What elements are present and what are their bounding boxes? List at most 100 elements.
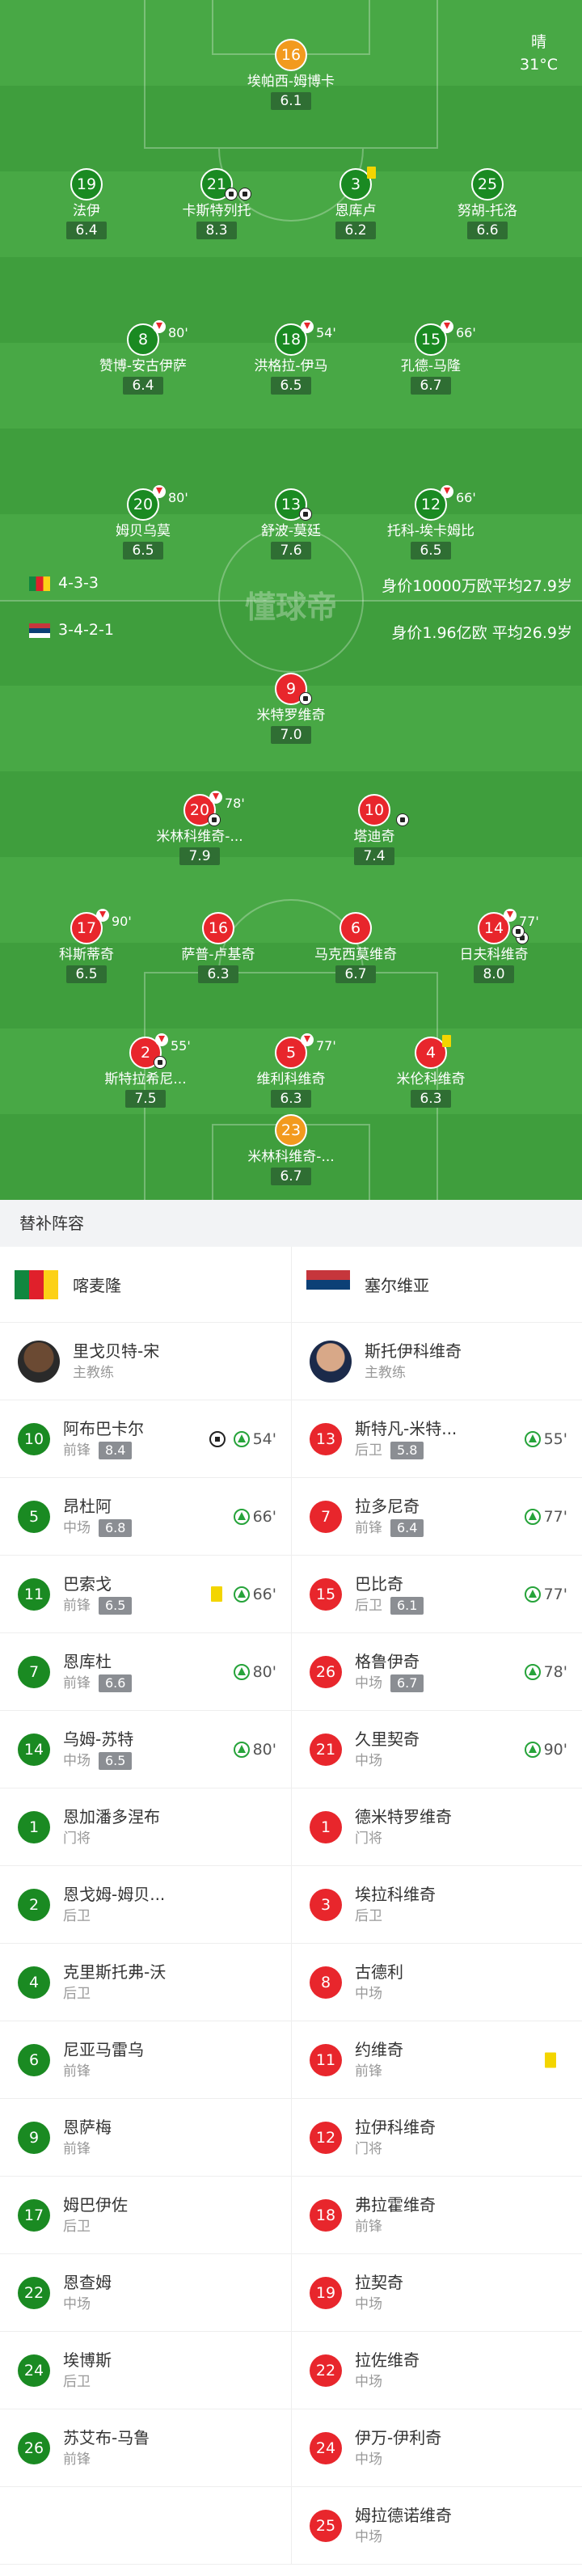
serbia-flag-icon <box>306 1269 350 1299</box>
sub-off-icon <box>301 320 314 333</box>
away-coach[interactable]: 斯托伊科维奇 主教练 <box>291 1323 582 1400</box>
player-position: 前锋 <box>355 1519 382 1536</box>
jersey-number: 4 <box>18 1966 50 1999</box>
player-rating: 8.4 <box>99 1441 133 1459</box>
sub-time: 55' <box>171 1038 191 1054</box>
sub-on-icon <box>524 1741 541 1758</box>
cameroon-flag-icon <box>29 576 50 591</box>
jersey-number: 19 <box>310 2276 342 2309</box>
home-summary: 身价10000万欧平均27.9岁 <box>382 577 572 595</box>
sub-time: 66' <box>456 325 476 340</box>
sub-time: 66' <box>252 1585 276 1603</box>
player-rating: 6.6 <box>99 1674 133 1692</box>
sub-info: 90' <box>524 1741 567 1759</box>
player-position: 中场 <box>63 2295 91 2312</box>
player-position-row: 中场 <box>355 1984 403 2004</box>
sub-info: 80' <box>233 1663 276 1681</box>
player-name: 萨普-卢基奇 <box>181 947 255 963</box>
jersey-number-text: 19 <box>76 175 97 193</box>
player-rating: 5.8 <box>390 1441 424 1459</box>
sub-info: 77' <box>524 1586 567 1603</box>
player-rating: 6.3 <box>271 1090 311 1108</box>
player-position-row: 中场 <box>355 2527 452 2547</box>
sub-off-icon <box>441 485 453 498</box>
home-coach[interactable]: 里戈贝特-宋 主教练 <box>0 1323 291 1400</box>
player-position: 后卫 <box>355 1907 382 1924</box>
sub-time: 90' <box>112 914 132 929</box>
center-circle <box>218 527 364 673</box>
jersey-number: 8 <box>310 1966 342 1999</box>
player-position-row: 前锋 <box>63 2139 112 2159</box>
player-position-row: 后卫 <box>63 1984 166 2004</box>
home-team-name: 喀麦隆 <box>73 1276 121 1295</box>
player-rating: 6.7 <box>335 965 376 983</box>
player-rating: 6.3 <box>198 965 238 983</box>
away-team-tab[interactable]: 塞尔维亚 <box>291 1247 582 1322</box>
jersey-number-text: 16 <box>280 46 302 64</box>
player-rating: 6.1 <box>271 92 311 110</box>
player-name: 恩查姆 <box>63 2272 112 2292</box>
player-name: 塔迪奇 <box>353 829 395 845</box>
player-name: 孔德-马隆 <box>400 358 462 374</box>
player-position: 中场 <box>355 1985 382 2002</box>
home-team-tab[interactable]: 喀麦隆 <box>0 1247 291 1322</box>
empty-cell <box>0 2487 291 2565</box>
